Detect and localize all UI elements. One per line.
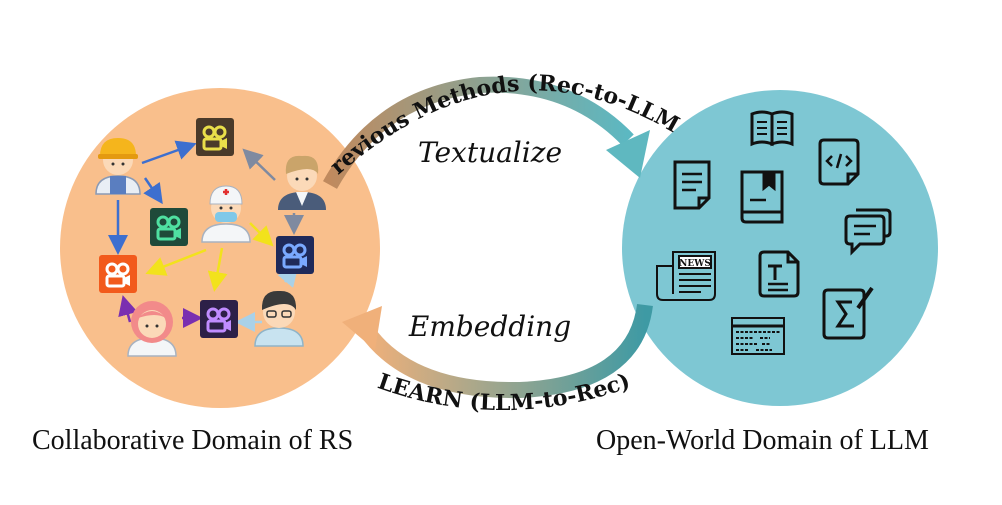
code-file-icon — [818, 138, 860, 186]
chat-bubbles-icon — [844, 208, 892, 256]
edge — [249, 222, 274, 247]
open-world-domain-circle — [622, 90, 938, 406]
video-icon-blue — [276, 236, 314, 274]
document-icon — [673, 160, 711, 210]
edge — [145, 248, 207, 276]
video-icon-red — [99, 255, 137, 293]
open-book-icon — [750, 110, 794, 147]
top-arrowhead — [606, 130, 650, 178]
edge — [242, 148, 276, 181]
edge — [207, 247, 228, 292]
open-world-domain-label: Open-World Domain of LLM — [596, 425, 929, 456]
text-document-icon — [758, 250, 800, 298]
web-form-icon — [731, 317, 785, 355]
user-worker-avatar — [95, 138, 141, 195]
formula-editor-icon — [822, 286, 874, 340]
user-woman-avatar — [127, 301, 177, 357]
video-icon-purple — [200, 300, 238, 338]
interaction-edges — [108, 140, 304, 332]
edge — [118, 295, 138, 323]
collaborative-domain-label: Collaborative Domain of RS — [32, 425, 354, 456]
edge — [143, 177, 163, 205]
bottom-arrowhead — [342, 306, 382, 350]
newspaper-icon: NEWS — [656, 251, 716, 301]
textualize-label: Textualize — [418, 136, 562, 169]
video-icon-green — [150, 208, 188, 246]
video-icon-yellow — [196, 118, 234, 156]
edge — [141, 140, 197, 165]
user-man-glasses-avatar — [254, 290, 304, 347]
bottom-arrow — [342, 303, 653, 399]
bookmark-book-icon — [740, 170, 784, 224]
top-arrow — [323, 76, 650, 189]
embedding-label: Embedding — [408, 310, 571, 343]
user-businessman-avatar — [278, 155, 326, 210]
user-doctor-avatar — [201, 185, 251, 243]
news-badge-text: NEWS — [679, 259, 711, 269]
